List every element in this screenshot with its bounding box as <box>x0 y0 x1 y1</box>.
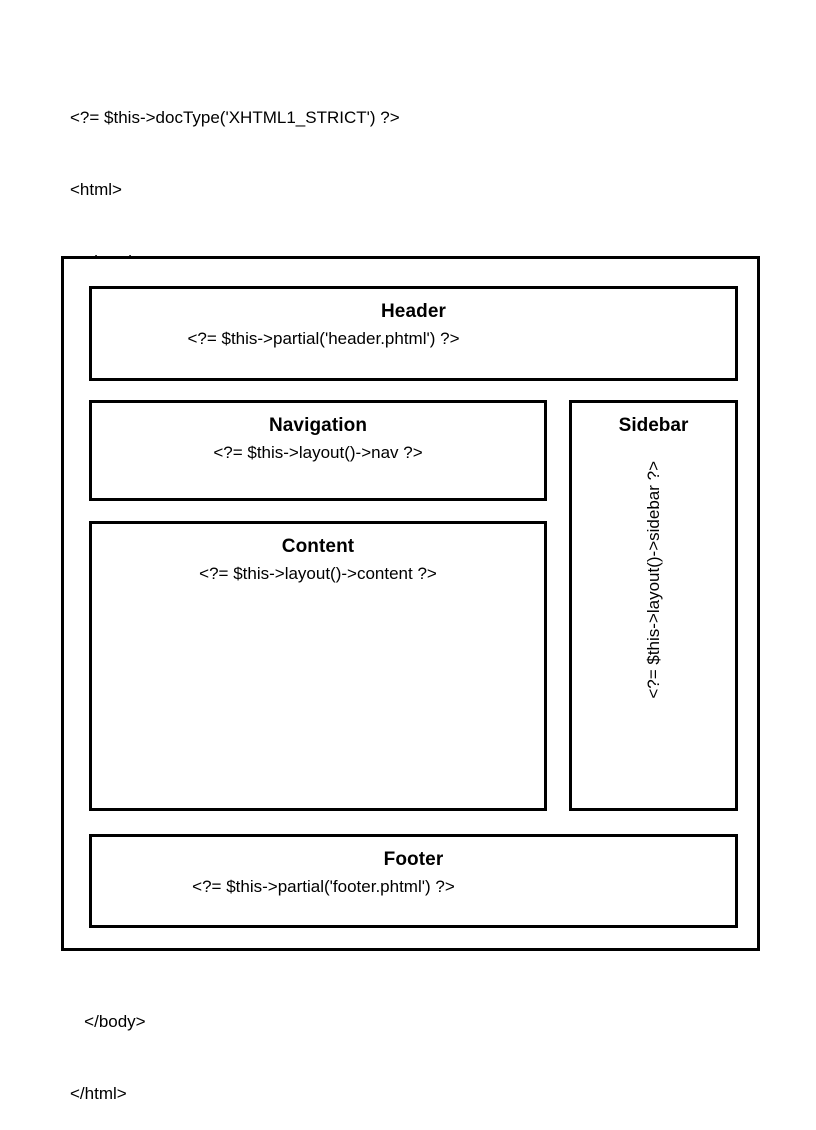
layout-frame: Header <?= $this->partial('header.phtml'… <box>61 256 760 951</box>
region-sidebar-code: <?= $this->layout()->sidebar ?> <box>644 461 663 699</box>
region-header: Header <?= $this->partial('header.phtml'… <box>89 286 738 381</box>
region-navigation: Navigation <?= $this->layout()->nav ?> <box>89 400 547 501</box>
region-header-title: Header <box>380 301 447 322</box>
region-sidebar: Sidebar <?= $this->layout()->sidebar ?> <box>569 400 738 811</box>
code-listing-bottom: </body> </html> <box>70 962 146 1130</box>
region-content-code: <?= $this->layout()->content ?> <box>199 564 437 583</box>
region-navigation-code: <?= $this->layout()->nav ?> <box>213 443 423 462</box>
region-content-title: Content <box>281 536 355 557</box>
region-footer: Footer <?= $this->partial('footer.phtml'… <box>89 834 738 928</box>
region-footer-code: <?= $this->partial('footer.phtml') ?> <box>192 877 455 896</box>
region-navigation-title: Navigation <box>268 415 368 436</box>
region-sidebar-inner: Sidebar <?= $this->layout()->sidebar ?> <box>572 415 735 820</box>
region-header-code: <?= $this->partial('header.phtml') ?> <box>187 329 460 348</box>
region-sidebar-title: Sidebar <box>618 415 689 436</box>
region-footer-title: Footer <box>383 849 444 870</box>
code-line: </body> <box>70 1012 146 1031</box>
code-line: <html> <box>70 180 122 199</box>
code-line: </html> <box>70 1084 127 1103</box>
region-content: Content <?= $this->layout()->content ?> <box>89 521 547 811</box>
code-line: <?= $this->docType('XHTML1_STRICT') ?> <box>70 108 400 127</box>
region-sidebar-code-wrap: <?= $this->layout()->sidebar ?> <box>572 461 735 821</box>
